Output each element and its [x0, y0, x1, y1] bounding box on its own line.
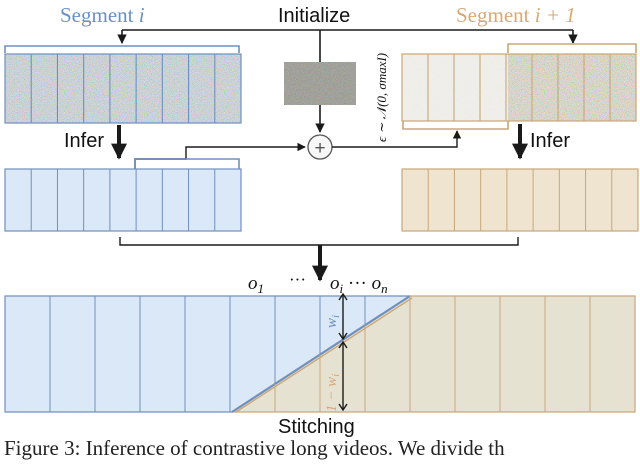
plus-to-right: [332, 130, 462, 148]
plus-circle: +: [307, 134, 333, 160]
noise-patch: [284, 62, 356, 105]
segment-right-expr: i + 1: [535, 3, 576, 27]
segment-left-clean: [4, 168, 242, 232]
segment-right-prefix: Segment: [456, 3, 535, 27]
merge-connector: [119, 237, 519, 246]
segment-left-noisy: [4, 53, 242, 124]
infer-right-label: Infer: [530, 130, 570, 152]
overlap-bracket-left-line-a: [134, 158, 186, 169]
segment-left-var: i: [139, 3, 145, 27]
segment-right-bracket-top: [507, 43, 637, 53]
initialize-connector: [117, 29, 578, 62]
wi-arrow: [338, 292, 348, 341]
initialize-label: Initialize: [278, 5, 350, 27]
segment-right-label: Segment i + 1: [456, 3, 576, 27]
one-minus-wi-label: 1 − wi: [324, 374, 342, 412]
stitching-bar: [4, 295, 636, 413]
overlap-bracket-left: [134, 142, 306, 169]
overlap-bracket-left-line: [186, 158, 240, 169]
noise-formula: ϵ ∼ 𝒩(0, σmaxI): [374, 53, 389, 142]
infer-left-label: Infer: [64, 130, 104, 152]
segment-right-clean: [401, 168, 639, 232]
stitching-label: Stitching: [278, 416, 355, 438]
segment-left-label: Segment i: [60, 3, 145, 27]
label-dots-mid: ···: [289, 270, 306, 289]
label-oi-on: oi ··· on: [330, 273, 388, 296]
segment-left-bracket: [4, 45, 240, 53]
wi-label: wi: [324, 315, 342, 328]
segment-left-prefix: Segment: [60, 3, 139, 27]
figure-caption: Figure 3: Inference of contrastive long …: [4, 436, 505, 460]
label-o1: o1: [248, 273, 264, 296]
one-minus-wi-arrow: [338, 340, 348, 412]
plus-symbol: +: [314, 138, 325, 159]
segment-right-bracket-bottom: [402, 121, 509, 130]
segment-right-noisy: [401, 53, 637, 122]
